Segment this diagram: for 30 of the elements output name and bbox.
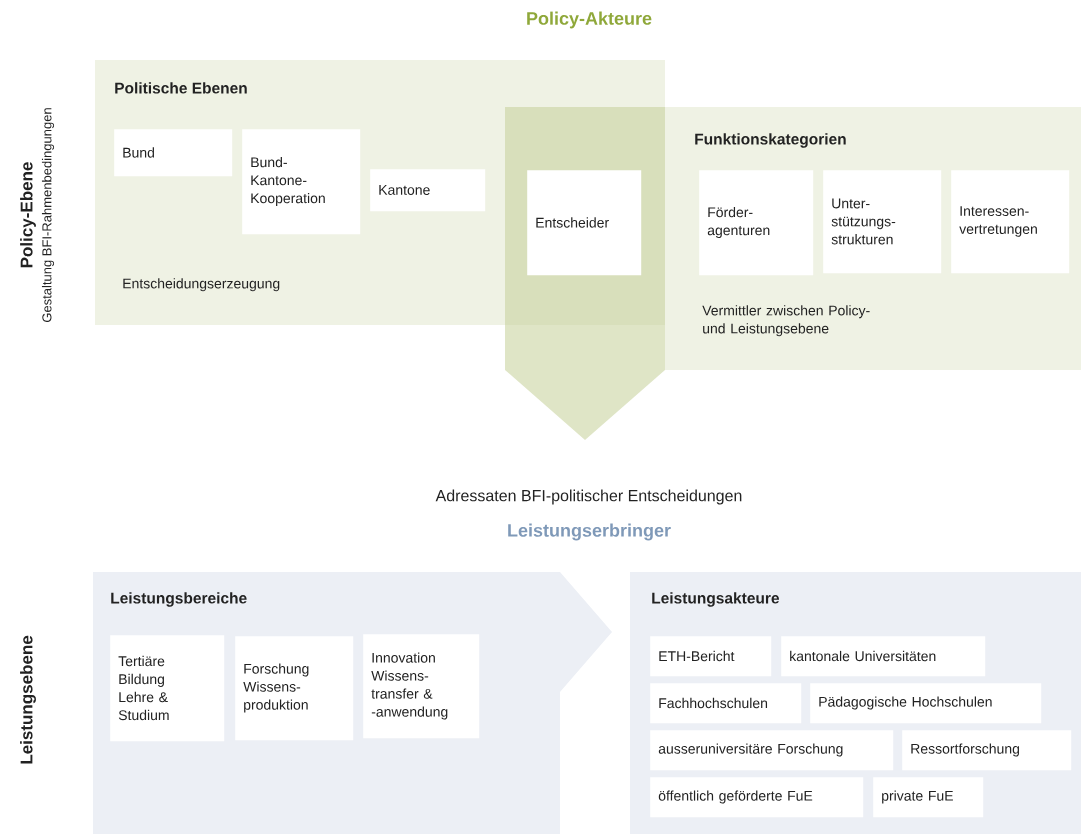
- panel-heading: Leistungsakteure: [652, 592, 779, 607]
- text-box: Forschung Wissens- produktion: [235, 636, 354, 741]
- title: Policy-Akteure: [527, 11, 652, 29]
- text-box: Fachhochschulen: [650, 683, 802, 724]
- text-box: Pädagogische Hochschulen: [810, 683, 1042, 724]
- text-box: Unter- stützungs- strukturen: [823, 170, 942, 274]
- text-box: ausseruniversitäre Forschung: [650, 730, 894, 771]
- text-box: Interessen- vertretungen: [951, 170, 1070, 274]
- text-box: Tertiäre Bildung Lehre & Studium: [110, 635, 225, 742]
- panel-caption: Vermittler zwischen Policy- und Leistungsebene: [702, 305, 870, 337]
- text-box: Kantone: [370, 169, 486, 212]
- text-box: Ressortforschung: [902, 730, 1072, 771]
- panel-heading: Funktionskategorien: [695, 133, 846, 148]
- text-box: ETH-Bericht: [650, 636, 772, 677]
- text-box: Entscheider: [527, 170, 642, 276]
- side-label: Gestaltung BFI-Rahmenbedingungen: [41, 108, 55, 322]
- text-box: Bund: [114, 129, 233, 177]
- caption-text: Adressaten BFI-politischer Entscheidungen: [435, 489, 742, 505]
- text-box: private FuE: [873, 777, 984, 818]
- text-box: Förder- agenturen: [699, 170, 814, 276]
- side-label: Policy-Ebene: [20, 162, 36, 268]
- text-box: kantonale Universitäten: [781, 636, 986, 677]
- panel-heading: Leistungsbereiche: [111, 592, 247, 607]
- text-box: Bund- Kantone- Kooperation: [242, 129, 361, 235]
- panel-heading: Politische Ebenen: [115, 82, 247, 94]
- text-box: öffentlich geförderte FuE: [650, 777, 864, 818]
- panel-caption: Entscheidungserzeugung: [123, 278, 280, 292]
- side-label: Leistungsebene: [20, 635, 36, 764]
- text-box: Innovation Wissens- transfer & -anwendung: [363, 634, 480, 739]
- section-heading: Leistungserbringer: [508, 523, 671, 541]
